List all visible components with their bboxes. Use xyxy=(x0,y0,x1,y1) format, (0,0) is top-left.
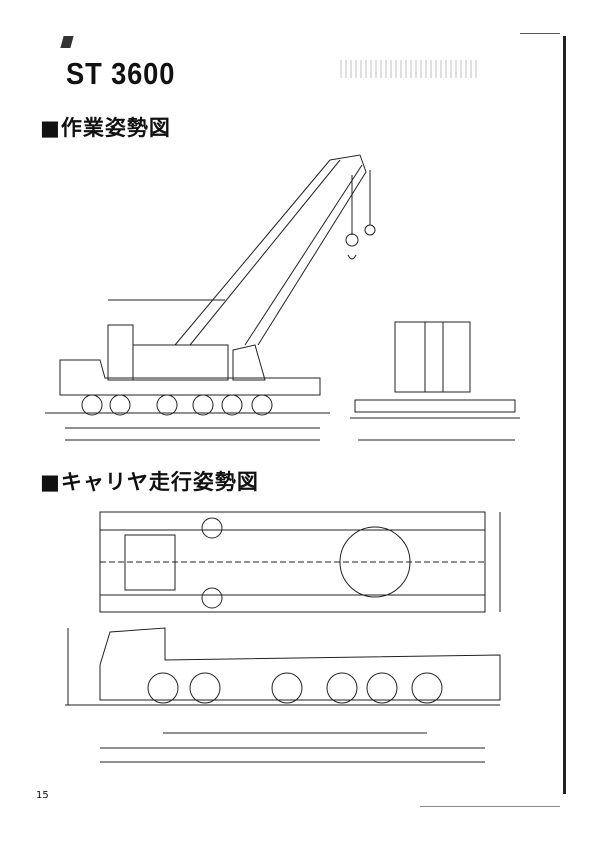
bottom-rule xyxy=(420,806,560,807)
model-title: ST 3600 xyxy=(66,56,176,91)
carrier-top-view xyxy=(99,511,501,613)
crane-side-view xyxy=(45,154,376,441)
carrier-side-view xyxy=(65,627,501,763)
crane-rear-view xyxy=(350,321,520,441)
scan-smudge xyxy=(340,60,480,78)
page-edge-rule xyxy=(563,36,566,794)
working-posture-heading: ■作業姿勢図 xyxy=(40,116,171,140)
top-rule xyxy=(520,33,560,34)
page-number: 15 xyxy=(36,790,49,801)
carrier-travel-heading: ■キャリヤ走行姿勢図 xyxy=(40,470,259,494)
